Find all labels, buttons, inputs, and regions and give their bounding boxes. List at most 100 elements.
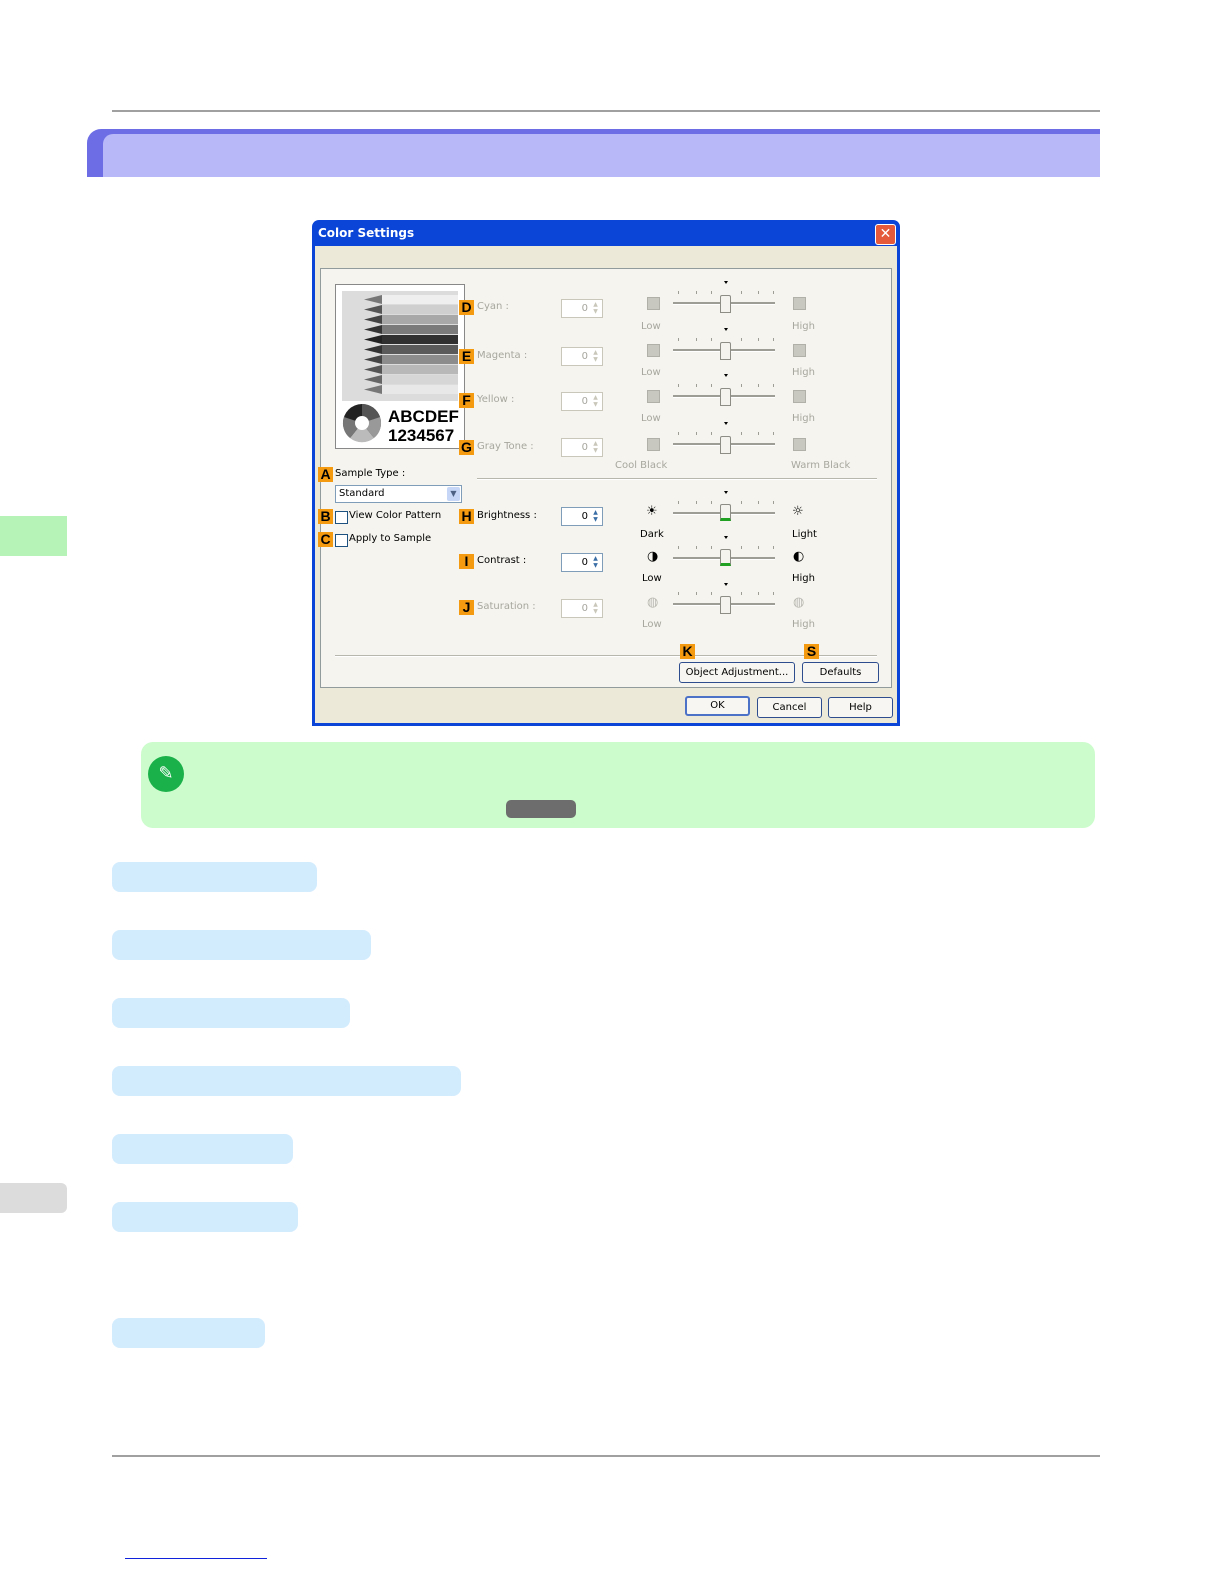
marker-h: H xyxy=(459,509,474,524)
sample-text: ABCDEF 1234567 xyxy=(388,407,459,445)
slider-tick xyxy=(741,432,742,435)
help-button[interactable]: Help xyxy=(828,697,893,718)
marker-f: F xyxy=(459,393,474,408)
contrast-slider-thumb[interactable] xyxy=(720,549,731,566)
yellow-high-swatch xyxy=(793,390,806,403)
ok-button[interactable]: OK xyxy=(685,696,750,716)
index-side-tab[interactable] xyxy=(0,1183,67,1213)
sample-type-select[interactable]: Standard ▼ xyxy=(335,485,462,503)
object-adjustment-button[interactable]: Object Adjustment... xyxy=(679,662,795,683)
slider-tick xyxy=(758,501,759,504)
marker-e: E xyxy=(459,349,474,364)
spin-arrows-icon[interactable]: ▲▼ xyxy=(593,394,598,408)
saturation-high-label: High xyxy=(792,619,815,630)
slider-tick xyxy=(773,546,774,549)
magenta-label: Magenta : xyxy=(477,350,528,361)
marker-b: B xyxy=(318,509,333,524)
footer-link-underline[interactable] xyxy=(125,1558,267,1559)
yellow-low-label: Low xyxy=(641,413,661,424)
heading-pill xyxy=(112,1202,298,1232)
gray-tone-label: Gray Tone : xyxy=(477,441,534,452)
yellow-slider-thumb[interactable] xyxy=(720,388,731,406)
magenta-spinbox[interactable]: 0▲▼ xyxy=(561,347,603,366)
gray-tone-slider-thumb[interactable] xyxy=(720,436,731,454)
sample-type-value: Standard xyxy=(339,488,385,499)
cancel-button[interactable]: Cancel xyxy=(757,697,822,718)
slider-tick xyxy=(696,432,697,435)
slider-tick xyxy=(696,291,697,294)
slider-tick xyxy=(678,432,679,435)
slider-tick xyxy=(773,384,774,387)
contrast-low-icon: ◑ xyxy=(647,549,659,564)
slider-tick xyxy=(696,384,697,387)
slider-tick xyxy=(741,546,742,549)
yellow-spinbox[interactable]: 0▲▼ xyxy=(561,392,603,411)
note-box: ✎ xyxy=(141,742,1095,828)
spin-arrows-icon[interactable]: ▲▼ xyxy=(593,555,598,569)
brightness-slider-thumb[interactable] xyxy=(720,504,731,521)
heading-pill xyxy=(112,862,317,892)
contrast-high-label: High xyxy=(792,573,815,584)
slider-center-marker xyxy=(724,328,728,331)
slider-tick xyxy=(741,338,742,341)
slider-tick xyxy=(741,501,742,504)
marker-s: S xyxy=(804,644,819,659)
saturation-high-icon: ◍ xyxy=(793,595,805,610)
magenta-low-swatch xyxy=(647,344,660,357)
slider-tick xyxy=(696,546,697,549)
sample-text-line2: 1234567 xyxy=(388,426,455,445)
spacer xyxy=(469,272,484,287)
spin-arrows-icon[interactable]: ▲▼ xyxy=(593,601,598,615)
contrast-spinbox[interactable]: 0 ▲▼ xyxy=(561,553,603,572)
slider-tick xyxy=(758,291,759,294)
cyan-label: Cyan : xyxy=(477,301,509,312)
slider-tick xyxy=(773,501,774,504)
spin-arrows-icon[interactable]: ▲▼ xyxy=(593,440,598,454)
slider-center-marker xyxy=(724,491,728,494)
slider-tick xyxy=(678,592,679,595)
magenta-slider-thumb[interactable] xyxy=(720,342,731,360)
sample-type-label: Sample Type : xyxy=(335,468,406,479)
slider-tick xyxy=(711,384,712,387)
bottom-rule xyxy=(112,1455,1100,1457)
pencils-image xyxy=(342,291,458,401)
yellow-high-label: High xyxy=(792,413,815,424)
spin-arrows-icon[interactable]: ▲▼ xyxy=(593,301,598,315)
saturation-slider-thumb[interactable] xyxy=(720,596,731,614)
magenta-high-label: High xyxy=(792,367,815,378)
cyan-slider-thumb[interactable] xyxy=(720,295,731,313)
view-color-pattern-checkbox[interactable] xyxy=(335,511,348,524)
gray-tone-high-swatch xyxy=(793,438,806,451)
slider-tick xyxy=(678,338,679,341)
top-rule xyxy=(112,110,1100,112)
cyan-spinbox[interactable]: 0▲▼ xyxy=(561,299,603,318)
brightness-spinbox[interactable]: 0▲▼ xyxy=(561,507,603,526)
saturation-spinbox[interactable]: 0▲▼ xyxy=(561,599,603,618)
spin-arrows-icon[interactable]: ▲▼ xyxy=(593,509,598,523)
spin-arrows-icon[interactable]: ▲▼ xyxy=(593,349,598,363)
slider-tick xyxy=(758,592,759,595)
close-icon[interactable]: ✕ xyxy=(875,224,896,245)
saturation-low-label: Low xyxy=(642,619,662,630)
heading-pill xyxy=(112,998,350,1028)
section-header-fill xyxy=(103,134,1100,177)
marker-g: G xyxy=(459,440,474,455)
defaults-button[interactable]: Defaults xyxy=(802,662,879,683)
apply-to-sample-checkbox[interactable] xyxy=(335,534,348,547)
slider-center-marker xyxy=(724,374,728,377)
contrast-low-label: Low xyxy=(642,573,662,584)
slider-tick xyxy=(711,501,712,504)
sun-light-icon: ☼ xyxy=(792,504,804,519)
gray-tone-spinbox[interactable]: 0▲▼ xyxy=(561,438,603,457)
heading-pill xyxy=(112,1318,265,1348)
chapter-side-tab[interactable] xyxy=(0,516,67,556)
contrast-label: Contrast : xyxy=(477,555,527,566)
heading-pill xyxy=(112,930,371,960)
slider-tick xyxy=(678,546,679,549)
chevron-down-icon[interactable]: ▼ xyxy=(447,487,460,501)
saturation-low-icon: ◍ xyxy=(647,595,659,610)
color-wheel-icon xyxy=(342,403,382,447)
brightness-high-label: Light xyxy=(792,529,817,540)
apply-to-sample-label: Apply to Sample xyxy=(349,533,432,544)
contrast-value: 0 xyxy=(581,557,588,568)
